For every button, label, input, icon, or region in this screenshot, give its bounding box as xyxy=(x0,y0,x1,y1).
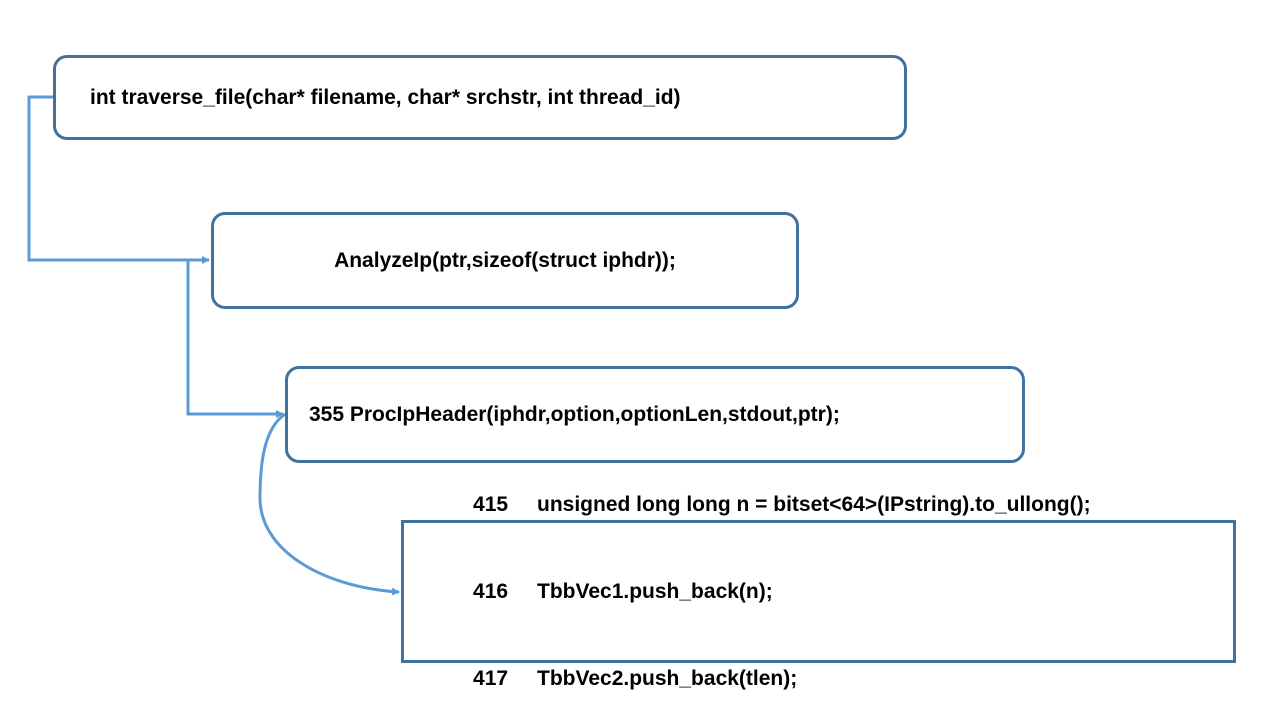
node-proc-ip-header: 355 ProcIpHeader(iphdr,option,optionLen,… xyxy=(285,366,1025,463)
line-code: TbbVec2.push_back(tlen); xyxy=(537,667,798,690)
code-line: 415 unsigned long long n = bitset<64>(IPs… xyxy=(438,461,1091,548)
code-line: 417 TbbVec2.push_back(tlen); xyxy=(438,635,797,720)
connector-procip-to-codeblock xyxy=(258,412,400,596)
node-code-block: 415 unsigned long long n = bitset<64>(IPs… xyxy=(401,493,1236,690)
node-proc-ip-header-label: 355 ProcIpHeader(iphdr,option,optionLen,… xyxy=(309,402,840,426)
line-number: 417 xyxy=(473,667,509,690)
node-analyze-ip: AnalyzeIp(ptr,sizeof(struct iphdr)); xyxy=(211,212,799,309)
node-traverse-file-label: int traverse_file(char* filename, char* … xyxy=(90,85,681,109)
line-number: 415 xyxy=(473,493,509,516)
code-line: 416 TbbVec1.push_back(n); xyxy=(438,548,773,635)
line-code: TbbVec1.push_back(n); xyxy=(537,580,773,603)
connector-traverse-to-analyze xyxy=(27,95,210,264)
line-number: 416 xyxy=(473,580,509,603)
node-analyze-ip-label: AnalyzeIp(ptr,sizeof(struct iphdr)); xyxy=(334,248,676,272)
node-traverse-file: int traverse_file(char* filename, char* … xyxy=(53,55,907,140)
line-code: unsigned long long n = bitset<64>(IPstri… xyxy=(537,493,1091,516)
connector-analyze-to-procip xyxy=(186,260,284,418)
